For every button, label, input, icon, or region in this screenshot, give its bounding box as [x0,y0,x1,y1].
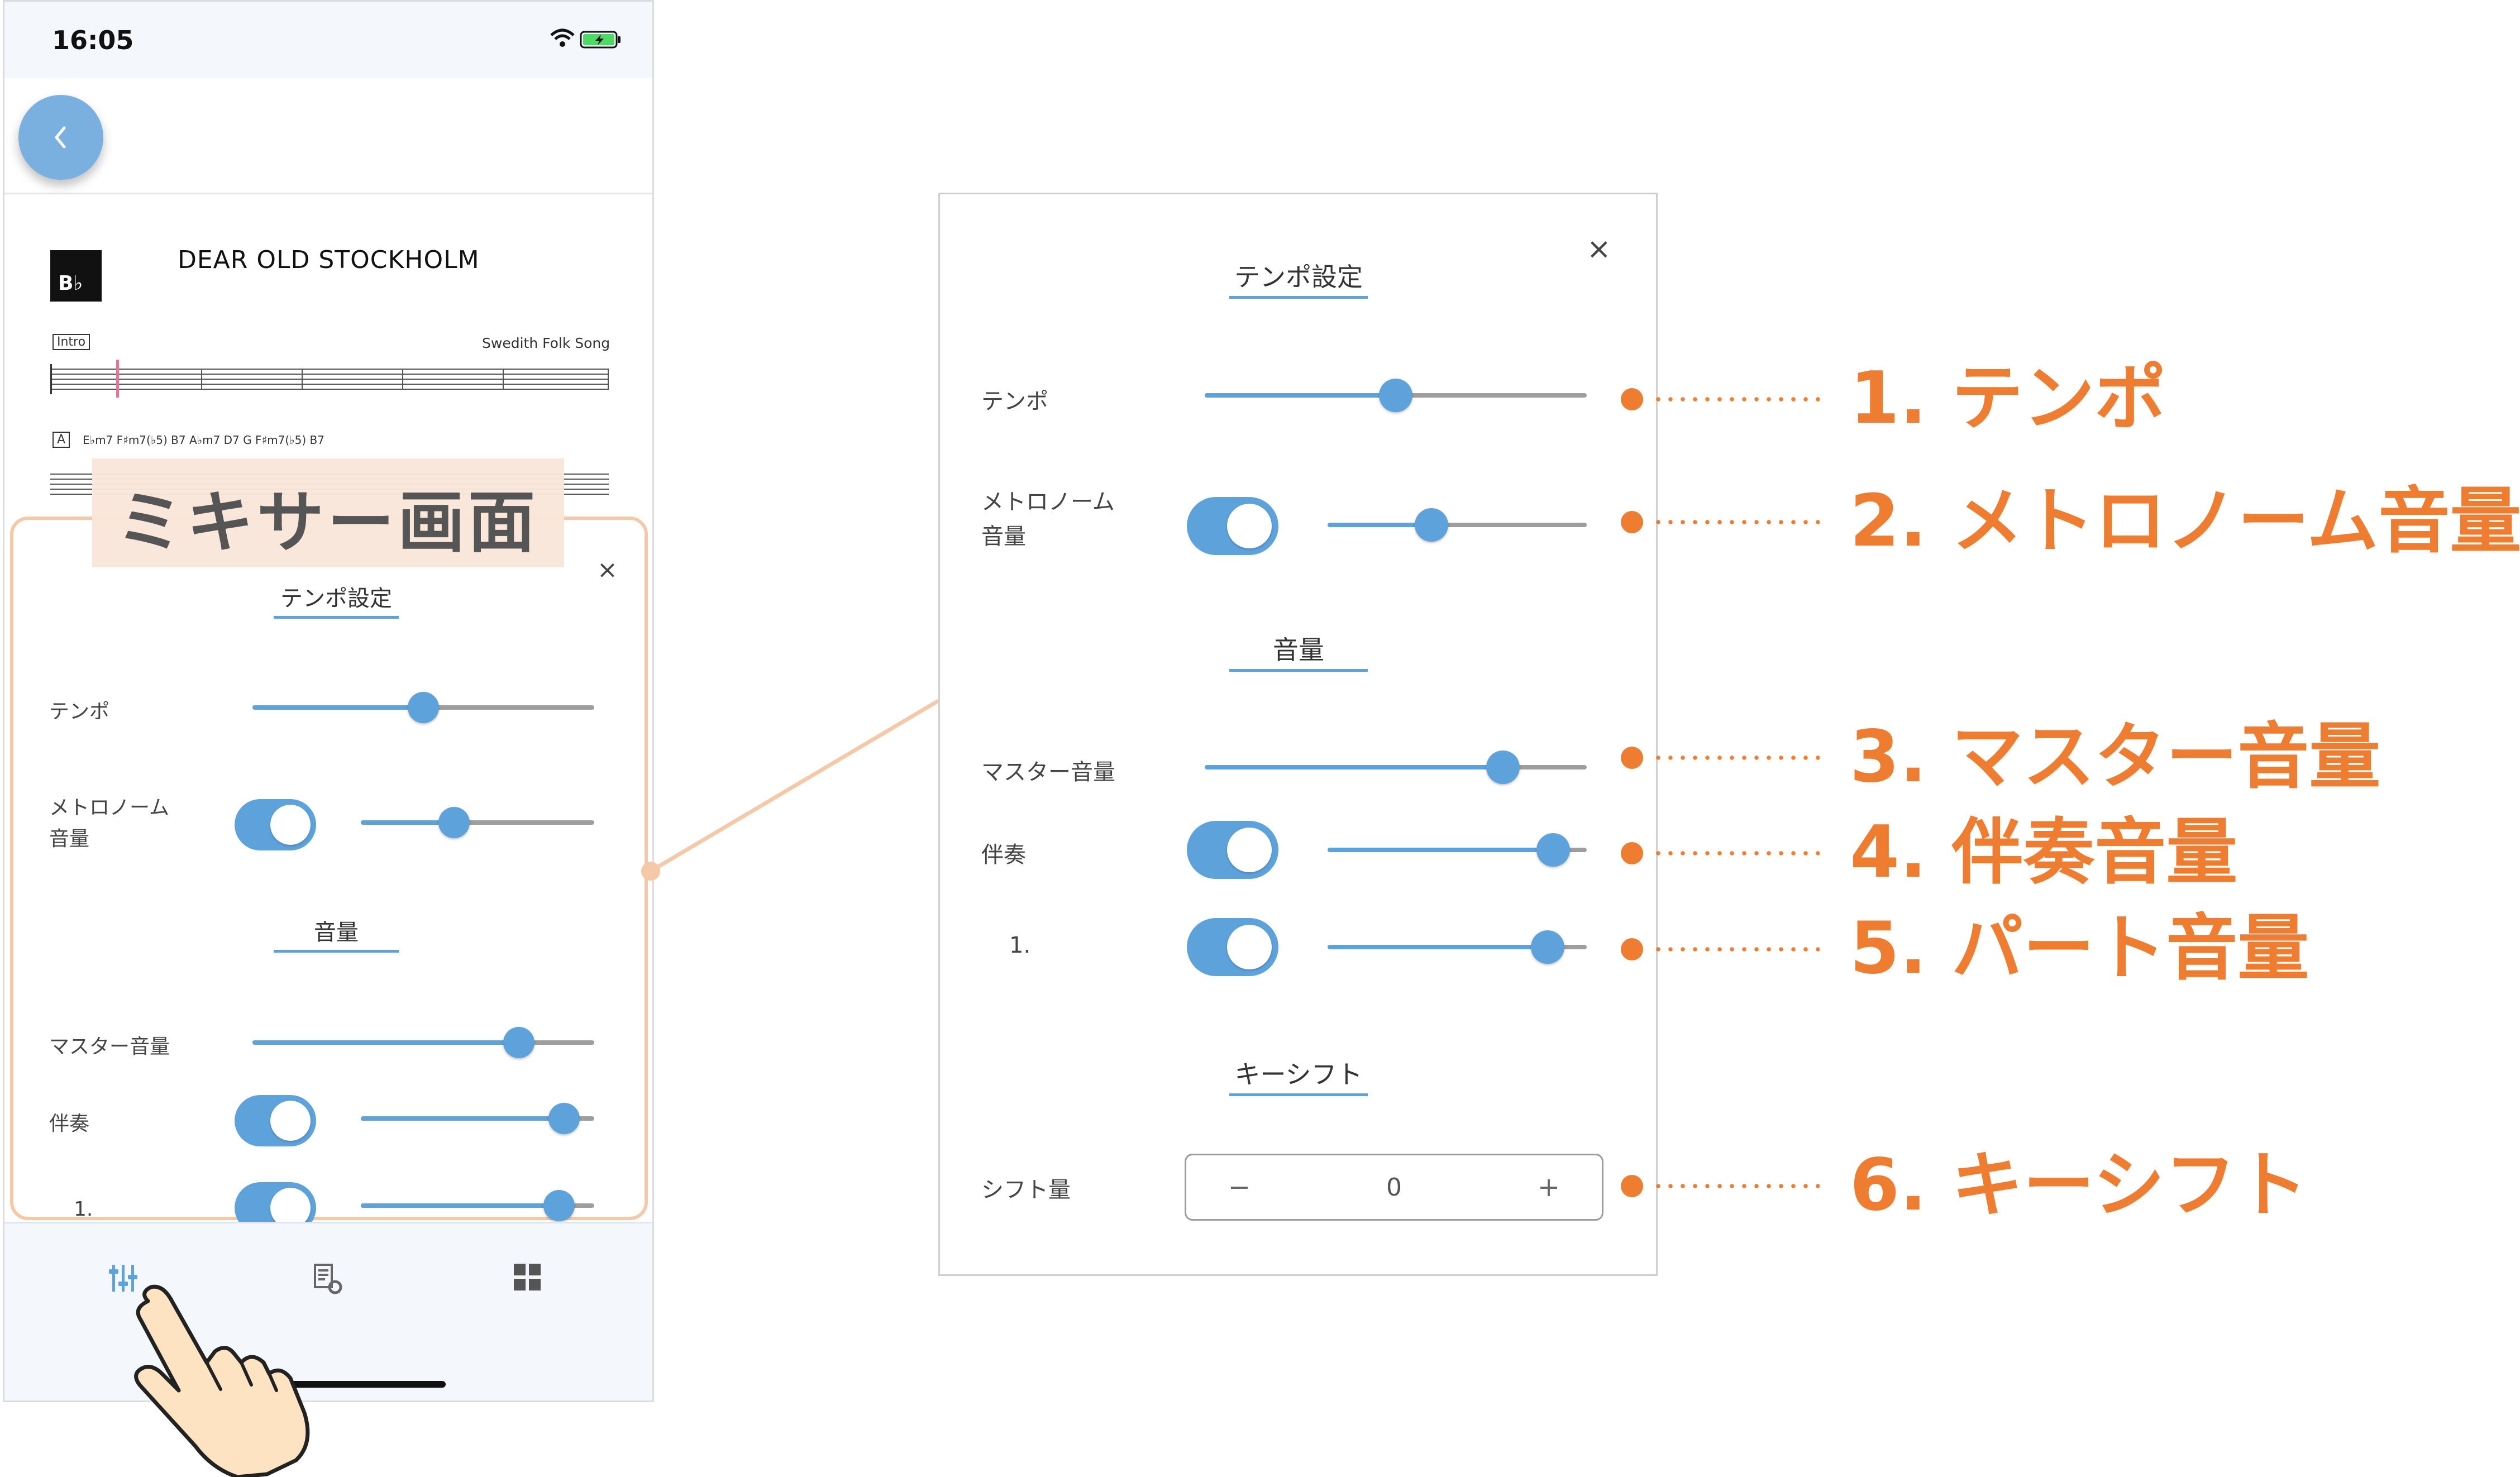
mixer-title-backdrop [92,458,564,567]
shift-amount-label: シフト量 [981,1177,1071,1203]
annotation-leader-5 [1652,947,1820,952]
battery-icon [580,31,621,49]
annotation-part-volume: 5. パート音量 [1850,907,2309,990]
song-title: DEAR OLD STOCKHOLM [178,246,480,274]
tempo-slider[interactable] [1205,379,1587,412]
status-bar: 16:05 [4,2,652,78]
part-volume-slider[interactable] [1328,930,1587,964]
accompaniment-toggle[interactable] [1187,821,1278,879]
accompaniment-label: 伴奏 [49,1112,90,1135]
decrement-button[interactable]: − [1228,1172,1251,1203]
annotation-metronome-volume: 2. メトロノーム音量 [1850,480,2520,563]
part-label: 1. [74,1198,93,1221]
metronome-label: メトロノーム 音量 [981,489,1115,549]
mixer-screen-title: ミキサー画面 [116,484,538,562]
metronome-label: メトロノーム 音量 [49,796,169,850]
annotation-tempo: 1. テンポ [1850,357,2166,440]
grid-icon [514,1264,541,1290]
key-shift-stepper: − 0 + [1185,1154,1603,1221]
home-indicator [270,1381,446,1388]
annotation-dot-5 [1621,938,1643,960]
accompaniment-toggle[interactable] [235,1095,316,1146]
annotation-leader-3 [1652,756,1820,760]
increment-button[interactable]: + [1537,1172,1560,1203]
metronome-volume-slider[interactable] [361,807,594,838]
tempo-slider[interactable] [252,692,594,723]
metronome-toggle[interactable] [235,799,316,850]
clock: 16:05 [52,25,134,55]
staff-intro [50,360,609,398]
accompaniment-volume-slider[interactable] [1328,833,1587,867]
key-badge: B♭ [50,250,102,302]
app-header [4,78,652,194]
annotation-dot-2 [1621,511,1643,533]
accompaniment-volume-slider[interactable] [361,1103,594,1134]
tab-settings[interactable] [312,1263,356,1307]
annotation-key-shift: 6. キーシフト [1850,1144,2308,1227]
accompaniment-label: 伴奏 [981,842,1026,868]
wifi-icon [550,28,575,47]
settings-list-icon [314,1264,342,1294]
master-volume-slider[interactable] [1205,751,1587,784]
tempo-section-header: テンポ設定 [1229,257,1368,299]
master-volume-slider[interactable] [252,1027,594,1058]
pointing-hand-icon [134,1284,310,1477]
part-volume-slider[interactable] [361,1190,594,1221]
chord-symbols: E♭m7 F♯m7(♭5) B7 A♭m7 D7 G F♯m7(♭5) B7 [83,433,324,447]
mixer-panel-detail: × テンポ設定 テンポ メトロノーム 音量 音量 マスター音量 伴奏 1. キー… [938,193,1658,1276]
metronome-volume-slider[interactable] [1328,508,1587,542]
annotation-leader-2 [1652,520,1820,524]
annotation-dot-6 [1621,1175,1643,1197]
chevron-left-icon [54,126,66,149]
master-volume-label: マスター音量 [981,759,1115,785]
back-button[interactable] [18,95,103,180]
close-icon[interactable]: × [1587,232,1611,266]
annotation-leader-6 [1652,1184,1820,1188]
tempo-section-header: テンポ設定 [274,580,399,619]
close-icon[interactable]: × [597,556,618,584]
keyshift-section-header: キーシフト [1229,1054,1368,1096]
tab-mixer[interactable] [108,1263,152,1307]
part-label: 1. [1009,933,1031,958]
mixer-sliders-icon [109,1265,137,1292]
section-a-label: A [52,432,70,448]
tempo-label: テンポ [49,700,110,723]
tempo-label: テンポ [981,389,1048,414]
annotation-master-volume: 3. マスター音量 [1850,715,2381,799]
annotation-dot-3 [1621,747,1643,769]
bottom-tab-bar [4,1222,652,1400]
annotation-dot-4 [1621,842,1643,864]
annotation-dot-1 [1621,388,1643,410]
tab-grid[interactable] [513,1263,557,1307]
master-volume-label: マスター音量 [49,1035,170,1058]
metronome-toggle[interactable] [1187,497,1278,555]
mixer-panel-small: × テンポ設定 テンポ メトロノーム 音量 音量 マスター音量 伴奏 1. [10,517,648,1234]
annotation-leader-1 [1652,397,1820,401]
shift-value[interactable]: 0 [1386,1173,1402,1202]
volume-section-header: 音量 [274,914,399,953]
annotation-leader-4 [1652,851,1820,855]
composer: Swedith Folk Song [482,335,610,351]
part-toggle[interactable] [1187,918,1278,976]
phone-screen: 16:05 B♭ DEAR OLD STOCKHOLM Intro Swedit… [3,0,654,1402]
annotation-accompaniment-volume: 4. 伴奏音量 [1850,811,2238,894]
volume-section-header: 音量 [1229,630,1368,672]
intro-label: Intro [52,334,90,350]
